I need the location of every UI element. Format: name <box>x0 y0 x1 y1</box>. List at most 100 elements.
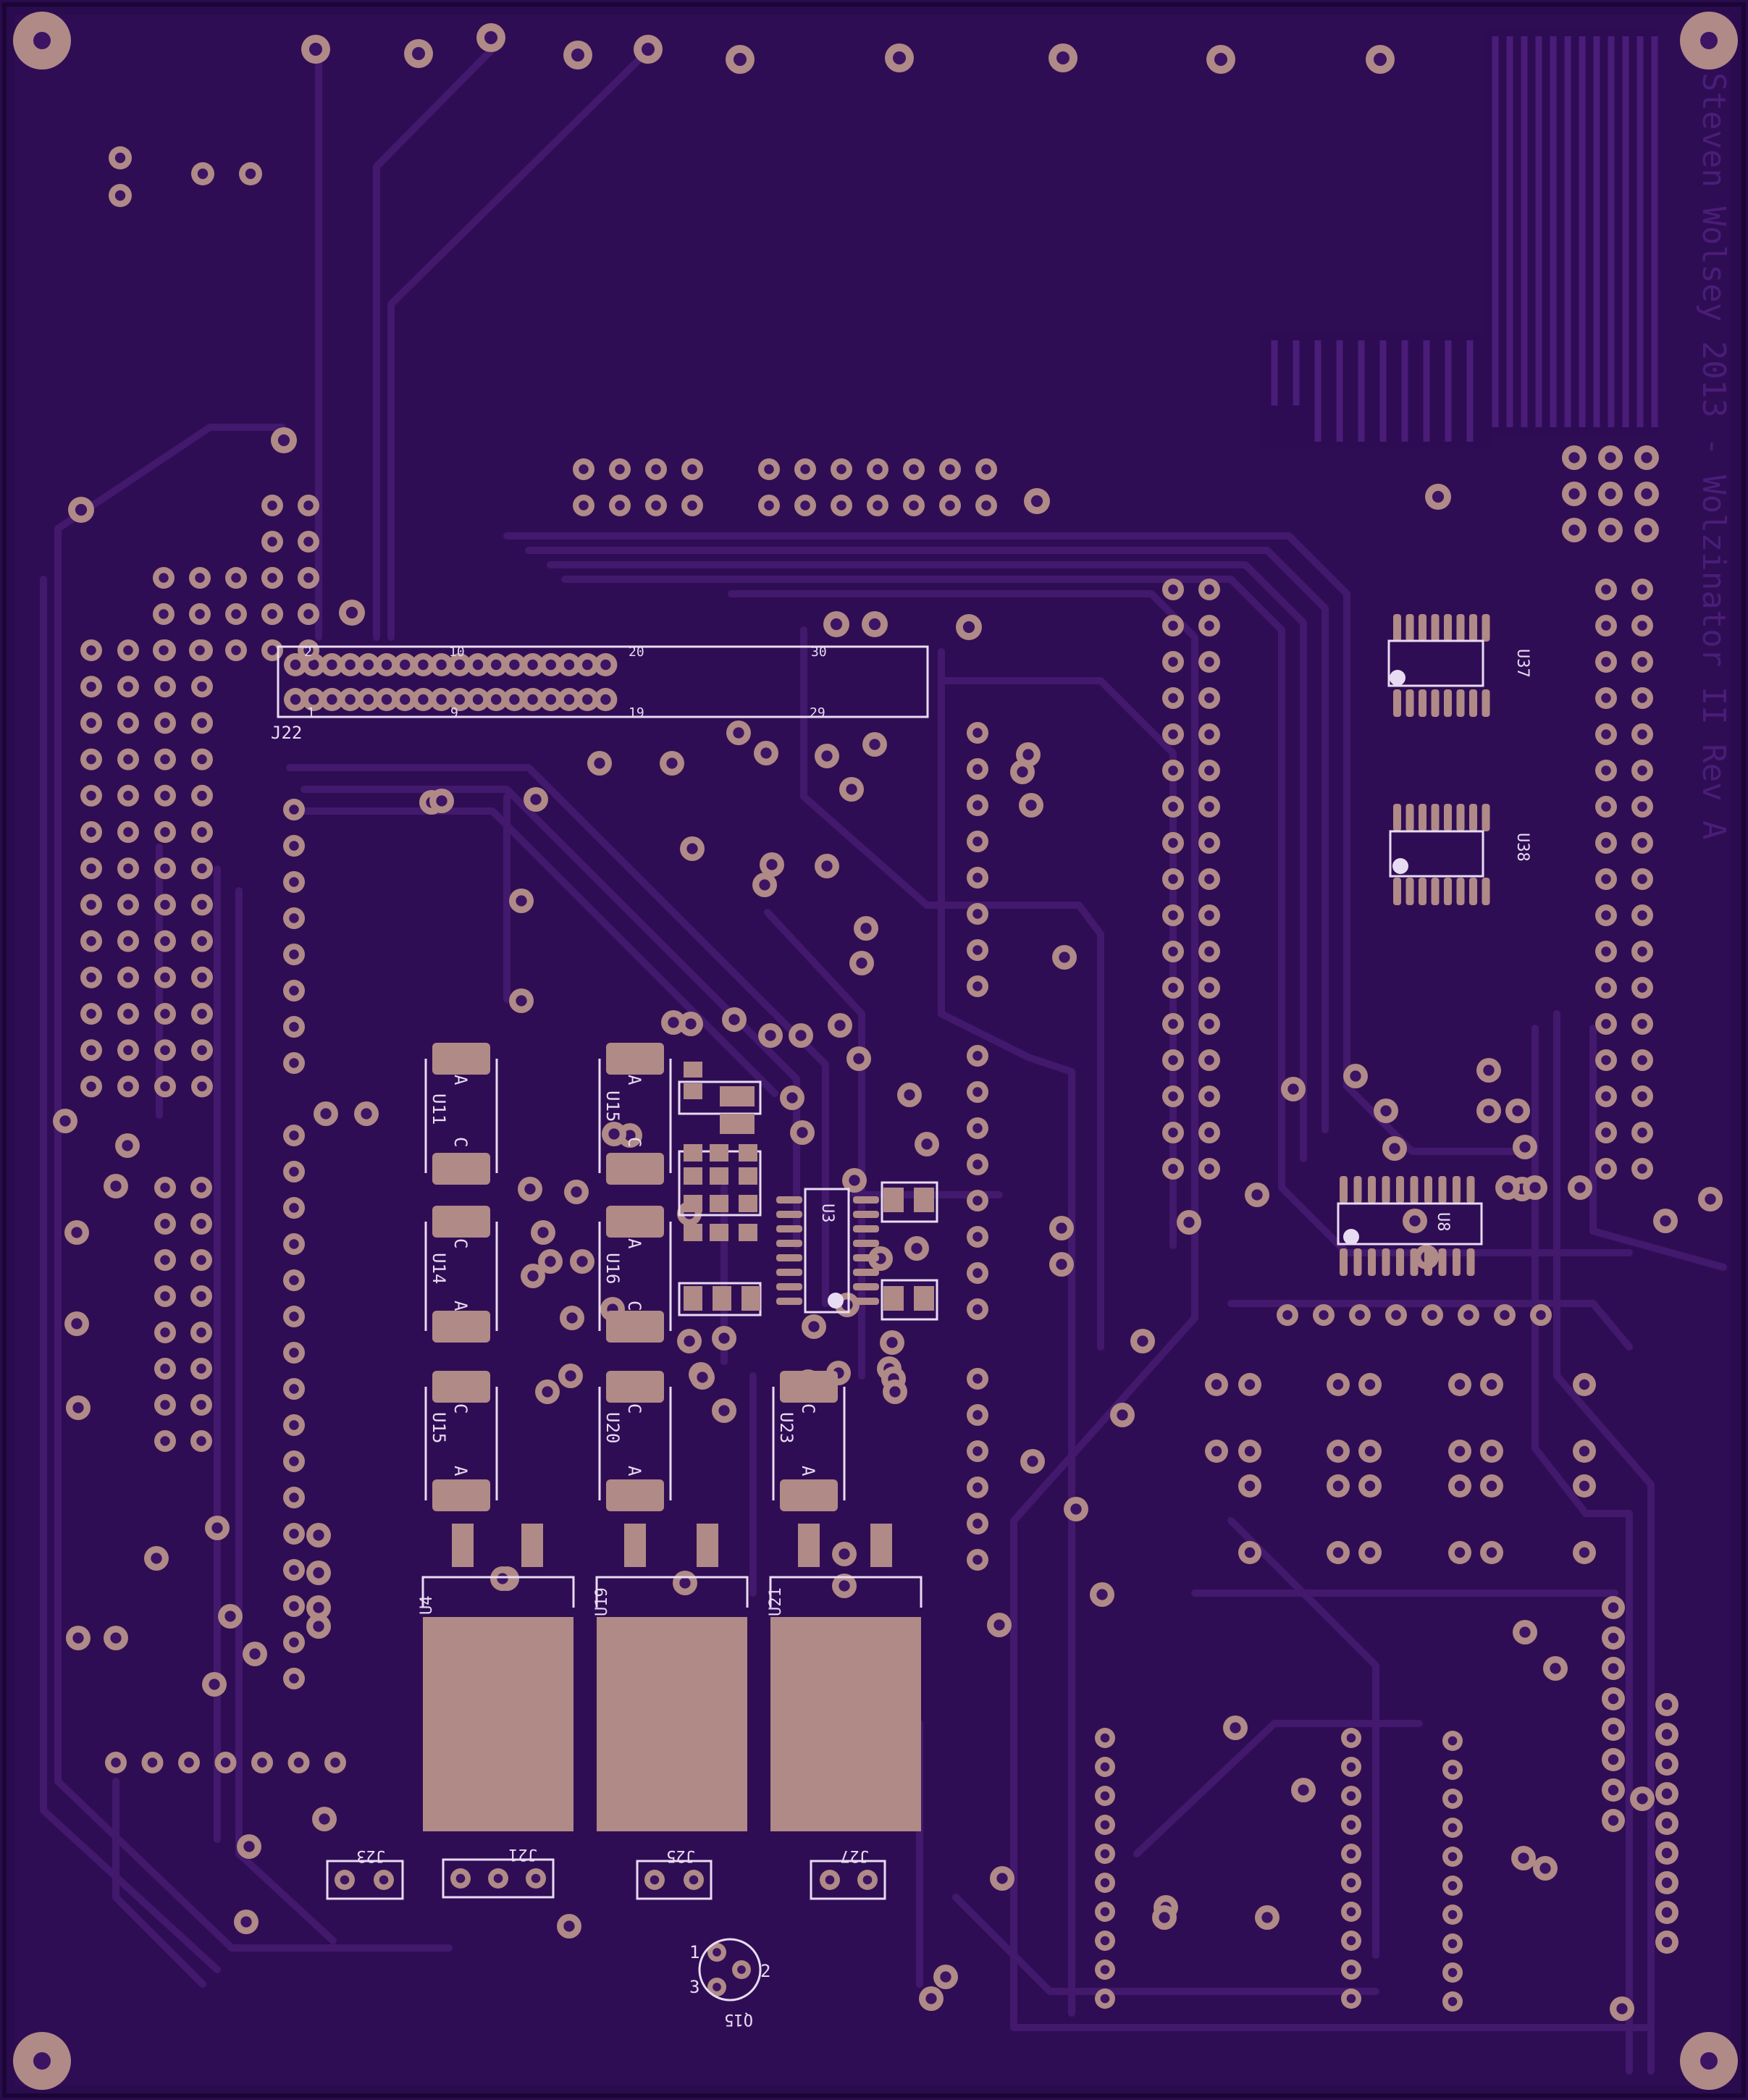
pad-drill <box>267 537 277 547</box>
pad-drill <box>684 1335 695 1347</box>
pad-drill <box>319 1813 330 1825</box>
pad-drill <box>921 1138 933 1150</box>
pad-drill <box>728 1014 740 1025</box>
u37-label: U37 <box>1513 649 1531 678</box>
pad-drill <box>1539 1862 1551 1874</box>
pad-drill <box>340 1875 350 1885</box>
pad-drill <box>160 1219 170 1229</box>
pad-drill <box>686 843 698 854</box>
pad-drill <box>289 1601 299 1611</box>
pad-drill <box>862 1875 873 1885</box>
u8-leg <box>1453 1176 1461 1204</box>
pad-drill <box>1346 1878 1356 1888</box>
pad-drill <box>1661 1788 1673 1799</box>
u16-label: U16 <box>602 1253 623 1284</box>
pad-drill <box>1168 729 1178 739</box>
u8-label: U8 <box>1434 1212 1452 1232</box>
pad-drill <box>642 43 655 56</box>
pad-drill <box>1168 584 1178 595</box>
u8-leg <box>1438 1176 1447 1204</box>
pad-drill <box>962 621 975 634</box>
pad-drill <box>309 43 322 56</box>
pad-drill <box>436 659 447 671</box>
pad-drill <box>1608 1602 1619 1613</box>
pad-drill <box>1641 488 1652 500</box>
pad-drill <box>1661 1699 1673 1710</box>
j21-label: J21 <box>508 1845 537 1863</box>
pad-drill <box>1204 838 1214 848</box>
pad-drill <box>123 827 133 837</box>
u4-label: U4 <box>418 1596 436 1616</box>
pad-drill <box>594 757 605 769</box>
pad-drill <box>123 973 133 983</box>
pad-drill <box>123 1009 133 1019</box>
pad-drill <box>197 1009 207 1019</box>
pad-drill <box>363 694 374 705</box>
u8-leg <box>1410 1176 1419 1204</box>
u8-leg <box>1396 1248 1404 1276</box>
pad-drill <box>893 51 906 64</box>
pad-drill <box>195 645 205 655</box>
pad-drill <box>1601 584 1611 595</box>
u38-leg <box>1419 804 1426 831</box>
pad-drill <box>1261 1912 1273 1923</box>
u20-label: U20 <box>602 1412 623 1443</box>
pad-drill <box>160 1291 170 1301</box>
pad-drill <box>1447 1939 1458 1949</box>
pad-drill <box>600 694 611 705</box>
pad-drill <box>945 500 955 511</box>
pad-drill <box>1022 749 1034 760</box>
pad-drill <box>1100 1820 1110 1830</box>
pad-drill <box>972 1555 983 1565</box>
pad-drill <box>345 694 356 705</box>
u37-leg <box>1469 689 1477 717</box>
pad-drill <box>345 606 358 619</box>
j22-pin-30: 30 <box>811 644 827 660</box>
small-passive-pads <box>684 1062 934 1311</box>
pad-drill <box>1427 1310 1437 1320</box>
u37-leg <box>1405 689 1414 717</box>
pad-drill <box>289 1565 299 1575</box>
u8-leg <box>1438 1248 1447 1276</box>
pad-drill <box>1486 1379 1497 1390</box>
pad-drill <box>86 681 96 692</box>
pad-drill <box>289 1384 299 1394</box>
pad-drill <box>160 1364 170 1374</box>
pad-drill <box>1512 1105 1524 1117</box>
pad-drill <box>981 500 991 511</box>
pad-drill <box>1100 1791 1110 1801</box>
pad-drill <box>308 694 319 705</box>
pad-drill <box>313 1529 324 1541</box>
pad-drill <box>160 1436 170 1446</box>
ic-leg-pads <box>776 614 1490 1309</box>
pad-drill <box>1168 946 1178 957</box>
pad-drill <box>1447 1852 1458 1862</box>
pad-drill <box>1637 621 1647 631</box>
pad-drill <box>972 1232 983 1242</box>
pad-drill <box>1637 1019 1647 1029</box>
pad-drill <box>1574 1182 1586 1193</box>
pad-drill <box>1282 1310 1293 1320</box>
pad-drill <box>516 995 527 1007</box>
pad-drill <box>839 1548 850 1560</box>
pad-drill <box>868 618 881 631</box>
pad-drill <box>856 957 867 969</box>
pad-drill <box>289 1203 299 1213</box>
pad-drill <box>972 1446 983 1456</box>
pad-drill <box>608 1128 620 1140</box>
pad-drill <box>531 1873 541 1883</box>
pad-drill <box>1637 874 1647 884</box>
pad-drill <box>1486 1547 1497 1558</box>
u3-leg <box>853 1269 879 1276</box>
pad-drill <box>195 609 205 619</box>
pad-drill <box>197 718 207 728</box>
pad-drill <box>1346 1907 1356 1917</box>
pad-drill <box>624 1130 636 1141</box>
pad-drill <box>400 694 411 705</box>
pad-drill <box>1204 983 1214 993</box>
pad-drill <box>160 1183 170 1193</box>
pad-drill <box>257 1757 267 1768</box>
pad-drill <box>713 1948 721 1957</box>
pad-drill <box>689 1875 699 1885</box>
u37-leg <box>1405 614 1414 642</box>
